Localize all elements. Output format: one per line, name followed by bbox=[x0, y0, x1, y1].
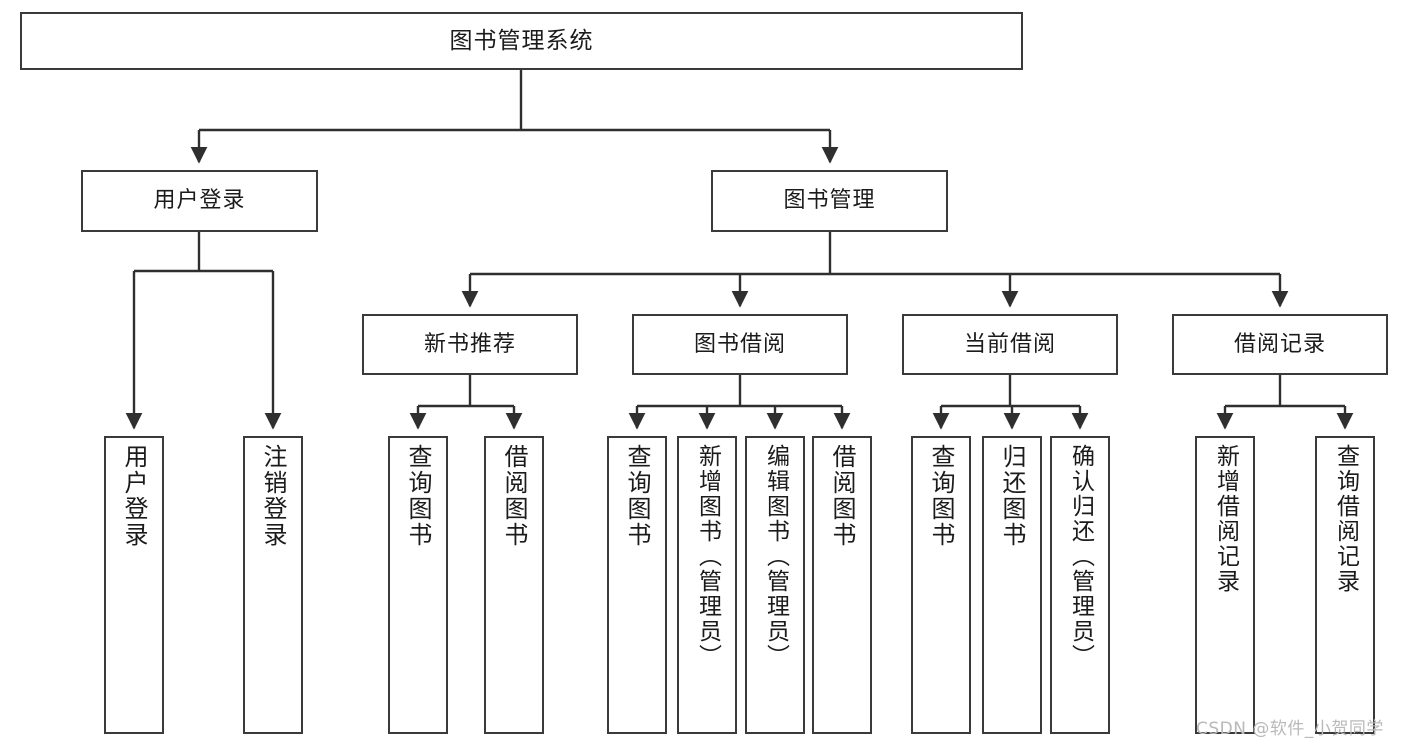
node-root-label: 图书管理系统 bbox=[449, 27, 594, 54]
node-leaf-edit-book-label: 编辑图书（管理员） bbox=[762, 444, 789, 669]
node-leaf-query-book-2-label: 查询图书 bbox=[623, 444, 651, 548]
node-leaf-user-login[interactable]: 用户登录 bbox=[104, 436, 164, 734]
node-leaf-borrow-book-2-label: 借阅图书 bbox=[828, 444, 856, 548]
node-leaf-edit-book[interactable]: 编辑图书（管理员） bbox=[745, 436, 805, 734]
node-leaf-borrow-book-1[interactable]: 借阅图书 bbox=[484, 436, 544, 734]
node-leaf-query-book-1-label: 查询图书 bbox=[404, 444, 432, 548]
node-user-login[interactable]: 用户登录 bbox=[81, 170, 318, 232]
node-leaf-borrow-book-1-label: 借阅图书 bbox=[500, 444, 528, 548]
node-borrow-record-label: 借阅记录 bbox=[1233, 331, 1326, 357]
node-leaf-query-record[interactable]: 查询借阅记录 bbox=[1315, 436, 1375, 734]
node-leaf-borrow-book-2[interactable]: 借阅图书 bbox=[812, 436, 872, 734]
node-borrow-record[interactable]: 借阅记录 bbox=[1172, 314, 1388, 375]
node-leaf-return-book-label: 归还图书 bbox=[998, 444, 1026, 548]
csdn-watermark: CSDN @软件_小贺同学 bbox=[1196, 719, 1384, 739]
node-leaf-add-record[interactable]: 新增借阅记录 bbox=[1195, 436, 1255, 734]
node-leaf-confirm-return-label: 确认归还（管理员） bbox=[1067, 444, 1094, 669]
node-leaf-confirm-return[interactable]: 确认归还（管理员） bbox=[1050, 436, 1110, 734]
node-user-login-label: 用户登录 bbox=[153, 188, 246, 214]
node-leaf-logout-login-label: 注销登录 bbox=[259, 444, 287, 548]
node-leaf-add-book-label: 新增图书（管理员） bbox=[694, 444, 721, 669]
node-new-book-recommend[interactable]: 新书推荐 bbox=[362, 314, 578, 375]
node-leaf-logout-login[interactable]: 注销登录 bbox=[243, 436, 303, 734]
node-leaf-add-record-label: 新增借阅记录 bbox=[1212, 444, 1239, 594]
node-leaf-query-book-1[interactable]: 查询图书 bbox=[388, 436, 448, 734]
node-current-borrow[interactable]: 当前借阅 bbox=[902, 314, 1118, 375]
node-leaf-query-book-3-label: 查询图书 bbox=[927, 444, 955, 548]
node-current-borrow-label: 当前借阅 bbox=[963, 331, 1056, 357]
node-book-manage-label: 图书管理 bbox=[783, 188, 876, 214]
node-leaf-query-book-3[interactable]: 查询图书 bbox=[911, 436, 971, 734]
node-leaf-add-book[interactable]: 新增图书（管理员） bbox=[677, 436, 737, 734]
node-book-borrow-label: 图书借阅 bbox=[693, 331, 786, 357]
node-leaf-return-book[interactable]: 归还图书 bbox=[982, 436, 1042, 734]
node-new-book-recommend-label: 新书推荐 bbox=[423, 331, 516, 357]
node-book-manage[interactable]: 图书管理 bbox=[711, 170, 948, 232]
node-leaf-query-book-2[interactable]: 查询图书 bbox=[607, 436, 667, 734]
node-root[interactable]: 图书管理系统 bbox=[20, 12, 1023, 70]
node-book-borrow[interactable]: 图书借阅 bbox=[632, 314, 848, 375]
node-leaf-user-login-label: 用户登录 bbox=[120, 444, 148, 548]
node-leaf-query-record-label: 查询借阅记录 bbox=[1332, 444, 1359, 594]
